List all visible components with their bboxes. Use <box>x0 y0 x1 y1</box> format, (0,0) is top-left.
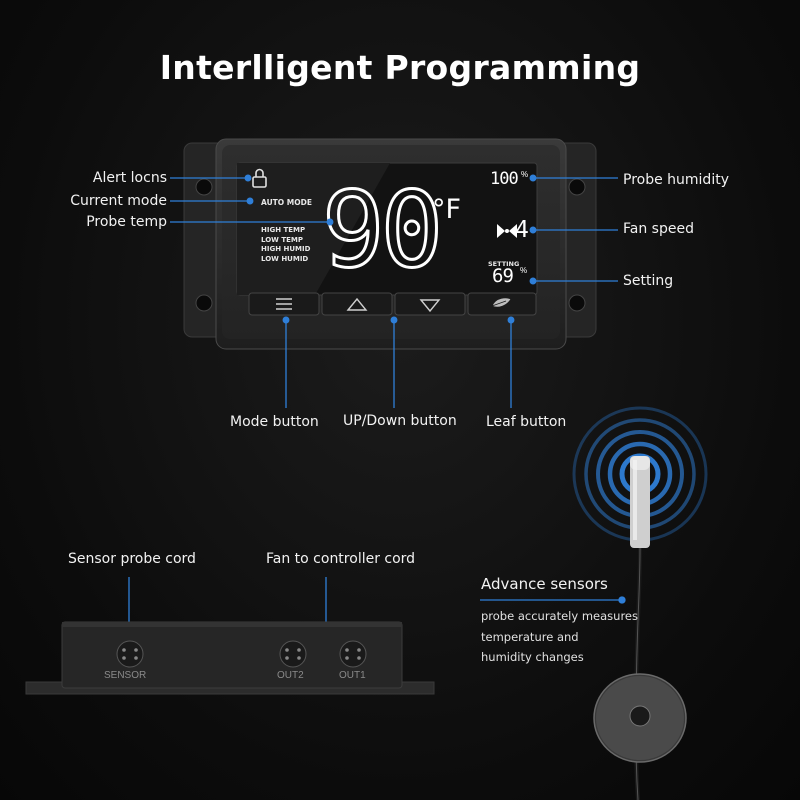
controller-side-panel <box>25 621 435 695</box>
sensor-info-description: probe accurately measures temperature an… <box>481 606 638 668</box>
controller-device <box>183 138 597 350</box>
humidity-value: 100 <box>490 169 519 189</box>
callout-fan-speed: Fan speed <box>623 221 694 237</box>
callout-mode-button: Mode button <box>230 414 319 430</box>
humidity-unit: % <box>521 170 529 179</box>
sensor-info-line: temperature and <box>481 629 579 644</box>
port-label-sensor: SENSOR <box>104 670 147 681</box>
display-mode: AUTO MODE <box>261 198 312 207</box>
alert-low-humid: LOW HUMID <box>261 254 309 263</box>
menu-icon <box>276 298 292 310</box>
callout-probe-temp: Probe temp <box>86 214 167 230</box>
sensor-info-line: humidity changes <box>481 650 584 664</box>
sensor-probe <box>572 406 708 800</box>
callout-setting: Setting <box>623 273 674 289</box>
screw-hole-bl <box>195 294 213 312</box>
up-button[interactable] <box>321 292 393 316</box>
fan-level: 4 <box>515 217 529 243</box>
setting-value: 69 <box>492 265 514 287</box>
lock-icon <box>252 168 267 188</box>
screw-hole-tl <box>195 178 213 196</box>
screw-hole-tr <box>568 178 586 196</box>
callout-up-down-button: UP/Down button <box>343 413 457 429</box>
setting-unit: % <box>520 266 528 275</box>
callout-probe-humidity: Probe humidity <box>623 172 729 188</box>
temperature-value: 90 <box>321 169 445 291</box>
triangle-down-icon <box>419 299 441 313</box>
sensor-info-line: probe accurately measures <box>481 609 638 623</box>
sensor-port[interactable] <box>116 640 144 668</box>
callout-fan-to-controller-cord: Fan to controller cord <box>266 551 416 567</box>
out1-port[interactable] <box>339 640 367 668</box>
sensor-info-heading: Advance sensors <box>481 575 608 593</box>
port-label-out2: OUT2 <box>277 670 304 681</box>
callout-leaf-button: Leaf button <box>486 414 567 430</box>
callout-alert-icons: Alert locns <box>92 170 167 186</box>
alert-list: HIGH TEMP LOW TEMP HIGH HUMID LOW HUMID <box>261 226 310 264</box>
alert-high-temp: HIGH TEMP <box>261 226 306 234</box>
alert-low-temp: LOW TEMP <box>261 235 303 244</box>
temperature-unit: °F <box>432 194 462 225</box>
callout-sensor-probe-cord: Sensor probe cord <box>68 551 196 567</box>
setting-label: SETTING <box>488 260 520 268</box>
leaf-icon <box>491 297 512 308</box>
page-title: Interlligent Programming <box>159 48 641 87</box>
down-button[interactable] <box>394 292 466 316</box>
callout-current-mode: Current mode <box>70 193 167 209</box>
triangle-up-icon <box>346 297 368 311</box>
alert-high-humid: HIGH HUMID <box>261 245 311 253</box>
out2-port[interactable] <box>279 640 307 668</box>
fan-icon <box>497 224 517 238</box>
port-label-out1: OUT1 <box>339 670 366 681</box>
screw-hole-br <box>568 294 586 312</box>
